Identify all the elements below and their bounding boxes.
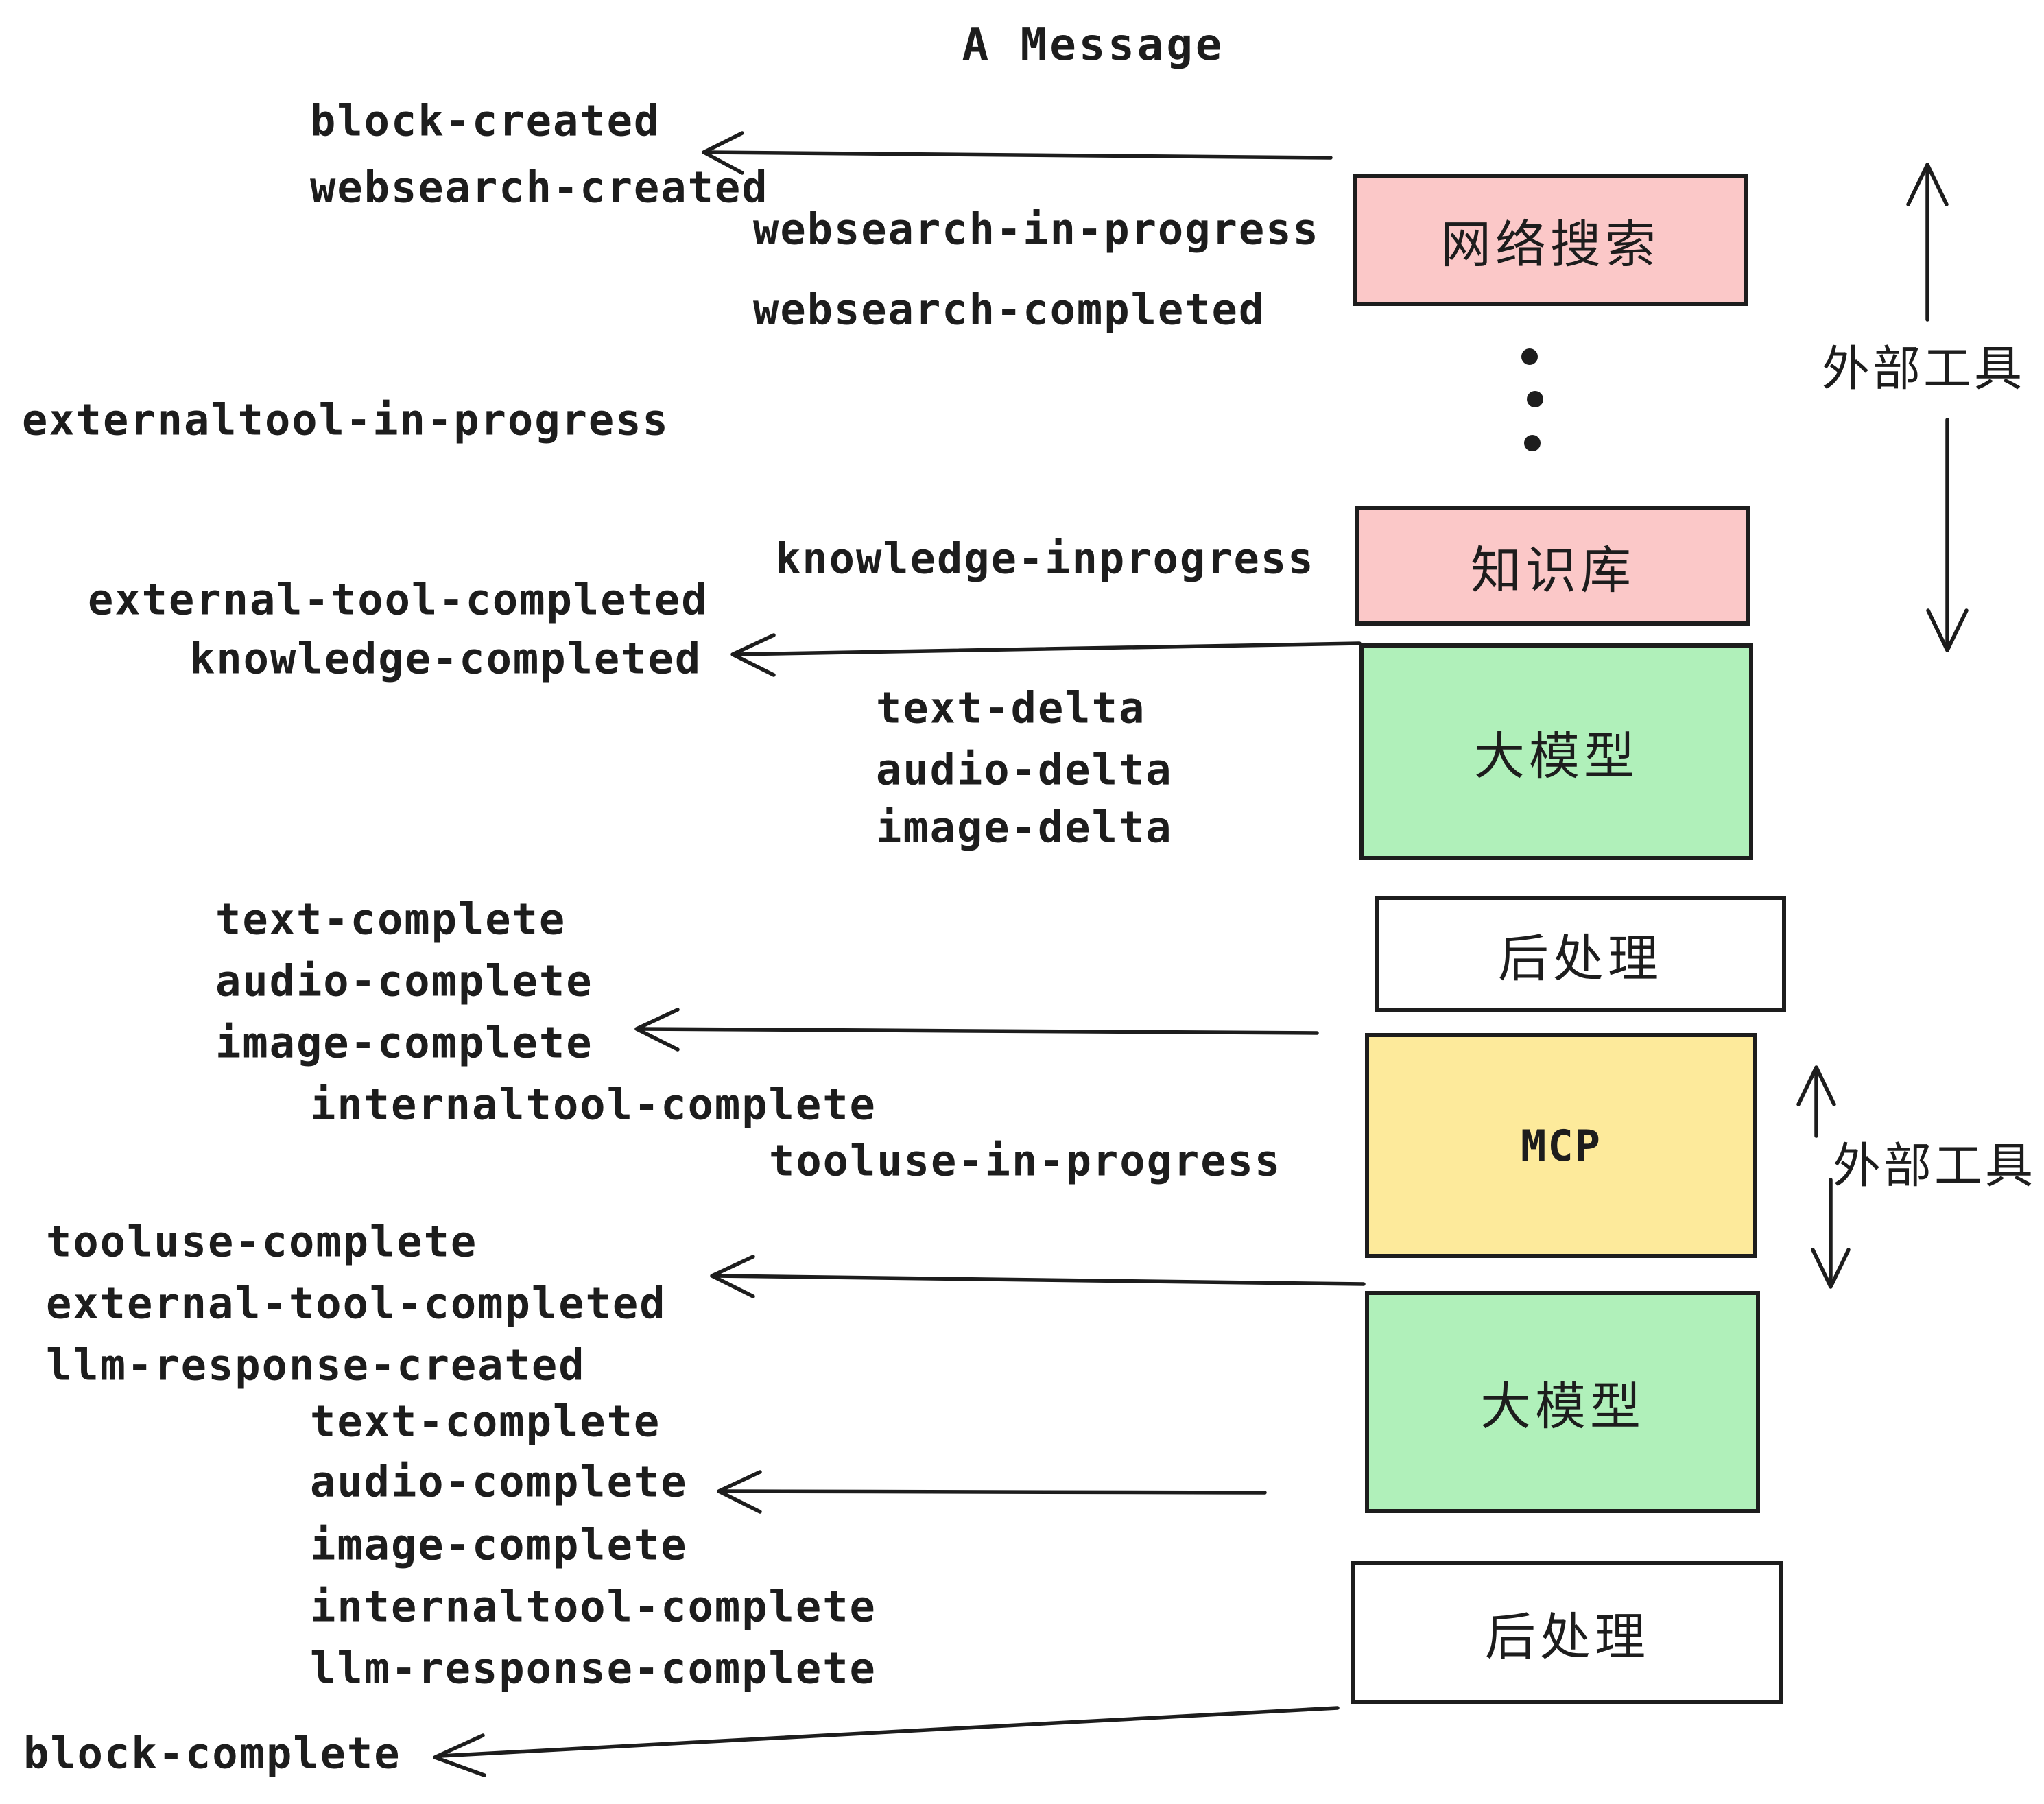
event-knowledge-inprogress: knowledge-inprogress xyxy=(775,533,1315,584)
event-block-created: block-created xyxy=(310,95,661,146)
event-externaltool-in-progress: externaltool-in-progress xyxy=(22,394,669,445)
event-text-delta-1: text-delta xyxy=(876,683,1146,733)
external-tools-label-bottom: 外部工具 xyxy=(1833,1137,2036,1194)
arrow-to-tooluse-complete xyxy=(710,1255,1366,1298)
arrow-to-block-complete xyxy=(433,1706,1340,1777)
ellipsis-dots xyxy=(1521,348,1543,451)
event-tooluse-in-progress: tooluse-in-progress xyxy=(769,1135,1282,1186)
event-audio-complete-2: audio-complete xyxy=(310,1456,688,1507)
box-post-bottom-label: 后处理 xyxy=(1485,1607,1650,1667)
event-text-complete-2: text-complete xyxy=(310,1396,661,1447)
event-websearch-created: websearch-created xyxy=(310,162,769,213)
event-internaltool-complete-1: internaltool-complete xyxy=(310,1079,877,1130)
box-mcp: MCP xyxy=(1365,1033,1757,1258)
box-knowledge: 知识库 xyxy=(1355,506,1750,626)
box-mcp-label: MCP xyxy=(1521,1120,1602,1171)
box-post-top-label: 后处理 xyxy=(1498,929,1663,988)
box-post-top: 后处理 xyxy=(1375,896,1786,1012)
event-text-complete-1: text-complete xyxy=(215,894,567,945)
arrow-to-audio-complete xyxy=(717,1470,1267,1514)
external-tools-label-top: 外部工具 xyxy=(1822,340,2025,397)
arrow-to-image-complete xyxy=(634,1008,1319,1052)
event-image-complete-2: image-complete xyxy=(310,1519,688,1570)
external-tools-arrow-up-top xyxy=(1906,163,1949,322)
event-knowledge-completed: knowledge-completed xyxy=(189,633,702,684)
external-tools-arrow-up-mcp xyxy=(1796,1065,1836,1138)
box-websearch-label: 网络搜索 xyxy=(1440,215,1660,274)
box-llm-bottom: 大模型 xyxy=(1365,1291,1760,1513)
box-llm-bottom-label: 大模型 xyxy=(1480,1377,1645,1436)
event-internaltool-complete-2: internaltool-complete xyxy=(310,1581,877,1632)
box-websearch: 网络搜索 xyxy=(1353,174,1748,306)
box-llm-top-label: 大模型 xyxy=(1474,726,1639,786)
event-websearch-in-progress: websearch-in-progress xyxy=(753,204,1320,254)
event-llm-response-created: llm-response-created xyxy=(46,1340,586,1390)
event-websearch-completed: websearch-completed xyxy=(753,284,1266,335)
event-external-tool-completed: external-tool-completed xyxy=(88,574,709,625)
external-tools-arrow-down-top xyxy=(1926,418,1969,652)
diagram-title: A Message xyxy=(962,20,1225,71)
arrow-to-knowledge-completed xyxy=(730,633,1362,677)
arrow-to-websearch-created xyxy=(702,131,1333,175)
event-tooluse-complete: tooluse-complete xyxy=(46,1216,478,1267)
event-audio-complete-1: audio-complete xyxy=(215,956,593,1006)
event-llm-response-complete: llm-response-complete xyxy=(310,1643,877,1694)
box-llm-top: 大模型 xyxy=(1359,643,1753,860)
event-audio-delta-1: audio-delta xyxy=(876,744,1173,795)
event-image-complete-1: image-complete xyxy=(215,1017,593,1068)
box-knowledge-label: 知识库 xyxy=(1471,541,1635,600)
event-block-complete: block-complete xyxy=(23,1728,401,1779)
event-image-delta-1: image-delta xyxy=(876,802,1173,853)
box-post-bottom: 后处理 xyxy=(1351,1561,1783,1704)
event-external-tool-completed-2: external-tool-completed xyxy=(46,1278,667,1329)
